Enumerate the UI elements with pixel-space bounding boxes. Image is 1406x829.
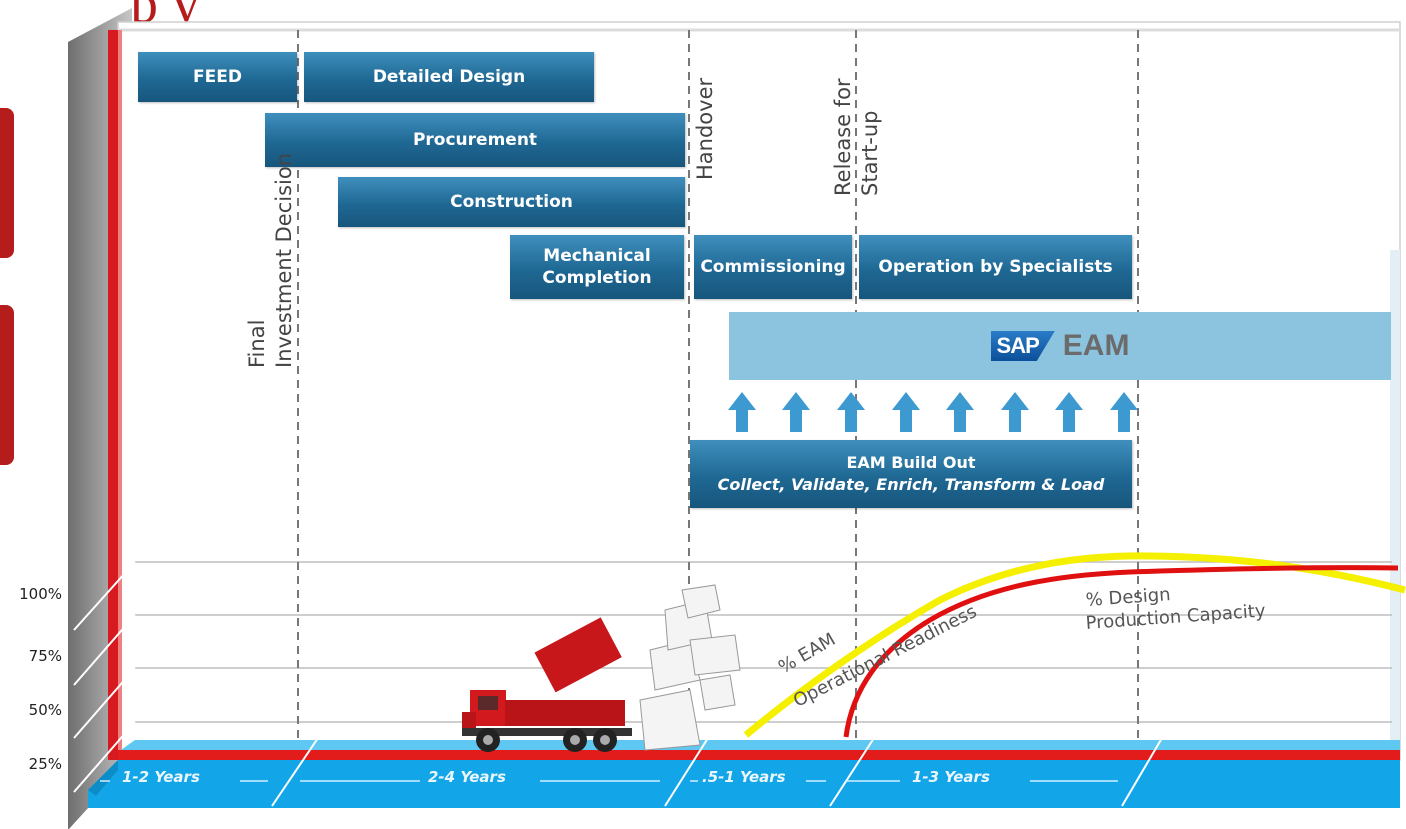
eam-build-out: EAM Build Out Collect, Validate, Enrich,… [690,440,1132,508]
phase-commissioning-label: Commissioning [700,257,846,277]
phase-feed-label: FEED [193,67,242,87]
upload-arrows [728,392,1138,432]
floor-top [118,740,1400,752]
phase-mechanical-label-1: Mechanical [543,246,651,266]
design-capacity-curve [843,565,1399,738]
duration-label-4: 1-3 Years [912,768,990,786]
phase-procurement: Procurement [265,113,685,167]
axis-label-50: 50% [28,701,62,719]
build-out-subtitle: Collect, Validate, Enrich, Transform & L… [717,475,1105,494]
floor-red-edge [118,750,1400,760]
sap-logo-icon: SAP [990,331,1055,361]
phase-construction-label: Construction [450,192,573,212]
side-tab-upper [0,108,14,258]
phase-mechanical-completion: Mechanical Completion [510,235,684,299]
sap-eam-box: SAP EAM [729,312,1391,380]
phase-feed: FEED [138,52,297,102]
floor-front [88,760,1400,808]
sap-eam-label: EAM [1062,329,1130,362]
duration-label-2: 2-4 Years [428,768,506,786]
red-post [108,30,120,760]
milestone-release-label: Release for Start-up [831,78,882,196]
paper-pile [639,584,741,751]
axis-label-100: 100% [19,585,62,603]
duration-label-3: .5-1 Years [702,768,786,786]
axis-label-25: 25% [28,755,62,773]
axis-label-75: 75% [28,647,62,665]
phase-commissioning: Commissioning [694,235,852,299]
side-tab-lower [0,305,14,465]
dump-truck [462,617,632,752]
build-out-title: EAM Build Out [846,453,976,472]
phase-detailed-design: Detailed Design [304,52,594,102]
phase-detailed-design-label: Detailed Design [372,67,526,87]
milestone-handover-label: Handover [693,77,717,180]
phase-mechanical-label-2: Completion [542,268,652,288]
duration-label-1: 1-2 Years [122,768,200,786]
phase-construction: Construction [338,177,685,227]
phase-operation-label: Operation by Specialists [878,257,1113,277]
phase-procurement-label: Procurement [412,130,538,150]
milestone-fid-label: Final Investment Decision [245,152,296,368]
phase-operation: Operation by Specialists [859,235,1132,299]
